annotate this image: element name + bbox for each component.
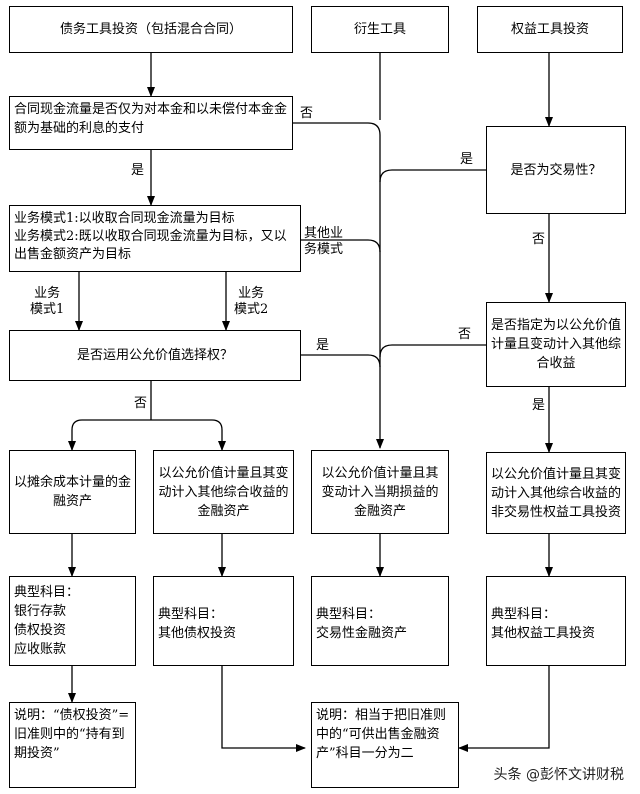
label-model-2: 业务 模式2	[234, 286, 269, 317]
node-amortized-cost-asset: 以摊余成本计量的金融资产	[9, 450, 136, 534]
edge-designated-no	[379, 344, 486, 358]
node-fvoci-debt-asset: 以公允价值计量且其变动计入其他综合收益的金融资产	[153, 450, 294, 534]
edge-fv-option-yes	[301, 354, 381, 368]
node-accounts-fvoci-equity: 典型科目： 其他权益工具投资	[486, 576, 626, 666]
node-accounts-amortized: 典型科目： 银行存款 债权投资 应收账款	[9, 576, 136, 666]
edge-split-left	[68, 419, 151, 451]
label-fv-option-no: 否	[134, 396, 148, 411]
edge-split-right	[151, 419, 226, 451]
node-derivative: 衍生工具	[311, 6, 449, 53]
label-sppi-no: 否	[300, 106, 314, 121]
label-sppi-yes: 是	[131, 163, 145, 178]
node-fvoci-equity-asset: 以公允价值计量且其变动计入其他综合收益的非交易性权益工具投资	[486, 452, 626, 534]
node-business-models: 业务模式1:以收取合同现金流量为目标 业务模式2:既以收取合同现金流量为目标，又…	[9, 205, 301, 272]
node-note-htm: 说明：“债权投资”=旧准则中的“持有到期投资”	[9, 702, 136, 788]
label-designated-yes: 是	[532, 398, 546, 413]
node-fvtpl-asset: 以公允价值计量且其变动计入当期损益的金融资产	[311, 450, 449, 534]
node-designated-oci: 是否指定为以公允价值计量且变动计入其他综合收益	[486, 302, 626, 387]
node-sppi-test: 合同现金流量是否仅为对本金和以未偿付本金金额为基础的利息的支付	[9, 96, 293, 150]
edge-accounts-to-note-afs	[221, 666, 306, 752]
label-other-model: 其他业 务模式	[304, 226, 344, 257]
label-trading-no: 否	[532, 232, 546, 247]
edge-trading-yes	[379, 169, 486, 183]
label-model-1: 业务 模式1	[30, 286, 65, 317]
node-is-trading: 是否为交易性？	[486, 126, 626, 214]
node-fv-option: 是否运用公允价值选择权？	[9, 330, 301, 381]
label-fv-option-yes: 是	[316, 338, 330, 353]
node-accounts-fvtpl: 典型科目： 交易性金融资产	[311, 576, 449, 666]
edge-other-model	[301, 239, 381, 253]
node-equity-investment: 权益工具投资	[477, 6, 623, 53]
node-note-afs: 说明：相当于把旧准则中的“可供出售金融资产”科目一分为二	[311, 702, 459, 788]
node-debt-investment: 债务工具投资（包括混合合同）	[9, 6, 293, 53]
node-accounts-fvoci-debt: 典型科目： 其他债权投资	[153, 576, 294, 666]
edge-equity-accounts-to-note-afs	[458, 666, 550, 752]
label-designated-no: 否	[458, 327, 472, 342]
label-trading-yes: 是	[460, 152, 474, 167]
watermark: 头条 @彭怀文讲财税	[493, 767, 624, 783]
edge-sppi-no	[293, 122, 384, 449]
